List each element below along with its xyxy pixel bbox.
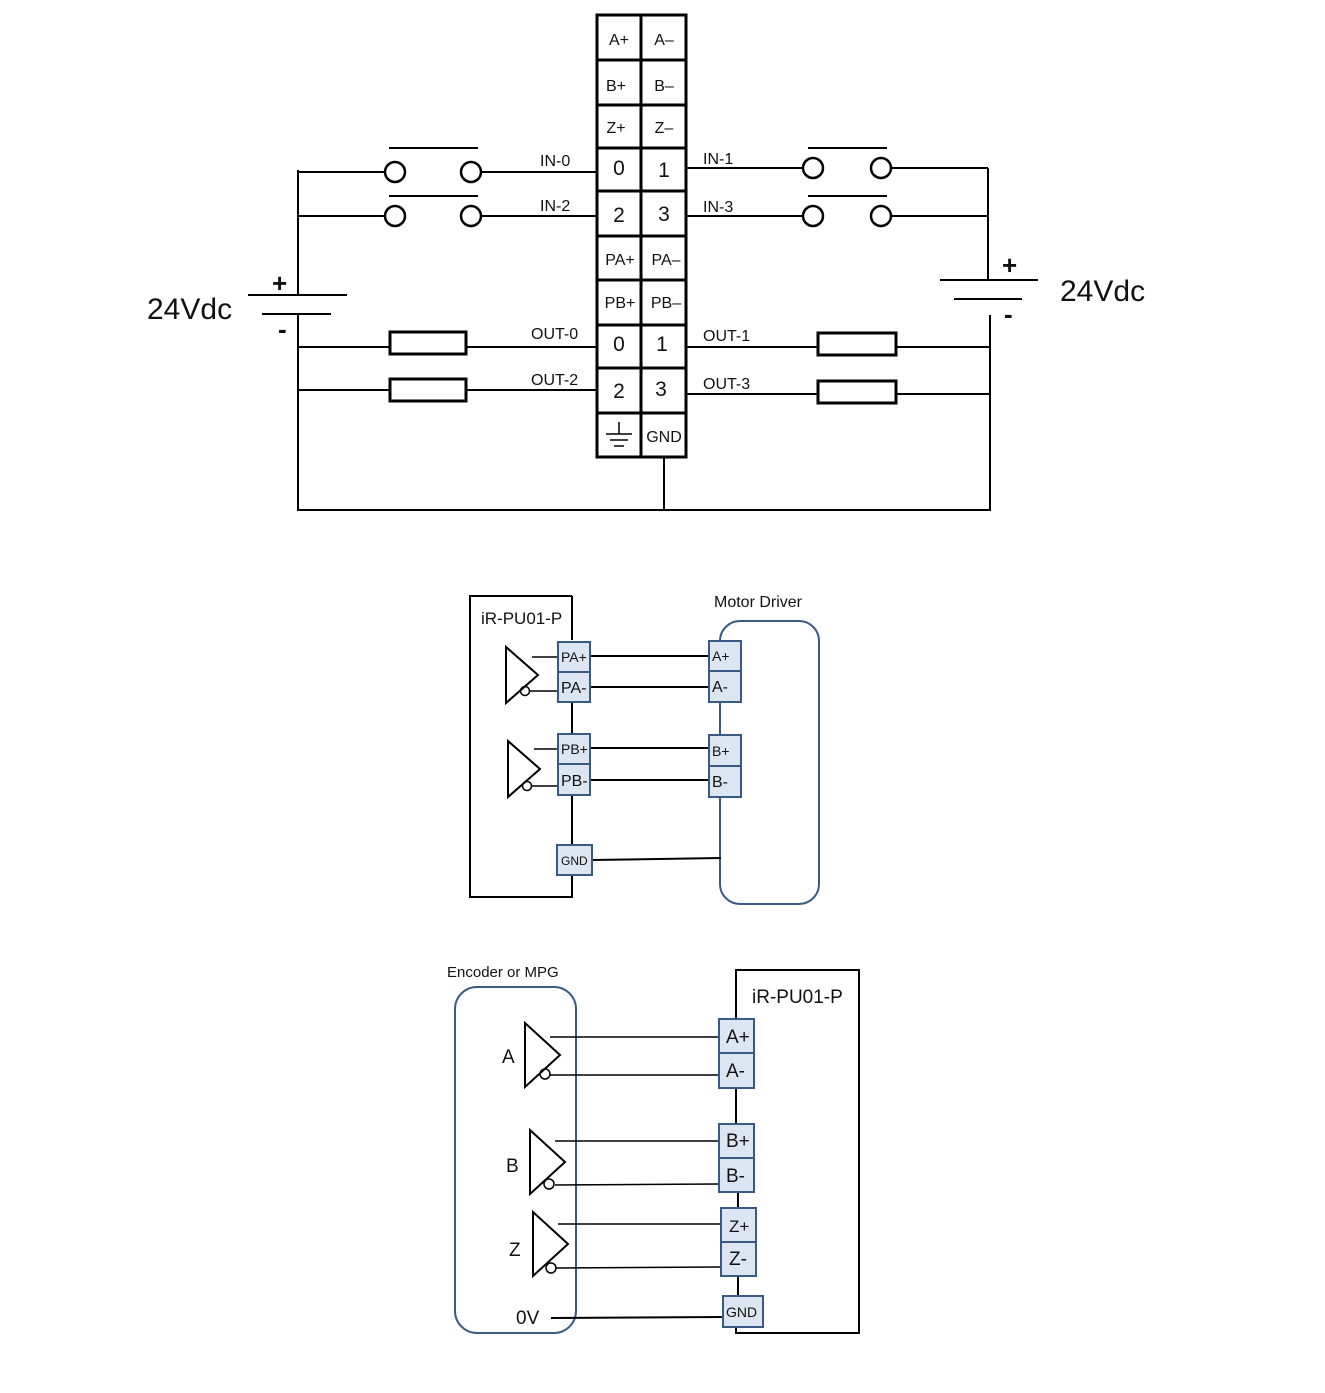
terminal-pa-minus: PA– bbox=[651, 252, 680, 269]
driver-terminal-a-minus bbox=[708, 670, 742, 703]
driver-terminal-b-minus-label: B- bbox=[712, 774, 728, 791]
terminal-out-3: 3 bbox=[655, 378, 667, 401]
in3-label: IN-3 bbox=[703, 199, 733, 216]
pa-line-driver-icon bbox=[505, 644, 557, 706]
pulse-terminal-gnd bbox=[556, 844, 593, 876]
out2-label: OUT-2 bbox=[531, 372, 578, 389]
in0-label: IN-0 bbox=[540, 153, 570, 170]
terminal-block: A+ A– B+ B– Z+ Z– 0 1 2 3 PA+ PA– PB+ PB… bbox=[595, 13, 688, 459]
out3-label: OUT-3 bbox=[703, 376, 750, 393]
encoder-terminal-a-minus bbox=[718, 1052, 755, 1089]
z-minus-wire bbox=[555, 1266, 722, 1269]
encoder-module-frame-left bbox=[735, 1087, 739, 1296]
in1-label: IN-1 bbox=[703, 151, 733, 168]
channel-b-label: B bbox=[506, 1156, 519, 1177]
channel-a-label: A bbox=[502, 1047, 515, 1068]
terminal-z-minus: Z– bbox=[655, 120, 674, 137]
io-wiring-diagram: + - 24Vdc + - 24Vdc IN-0 IN-2 bbox=[147, 13, 1145, 511]
driver-terminal-a-minus-label: A- bbox=[712, 679, 728, 696]
driver-terminal-a-plus bbox=[708, 640, 742, 672]
out0-load bbox=[388, 330, 468, 356]
terminal-out-1: 1 bbox=[656, 333, 668, 356]
terminal-a-minus: A– bbox=[654, 32, 674, 49]
driver-terminal-b-plus-label: B+ bbox=[712, 743, 730, 759]
channel-b-receiver-icon bbox=[529, 1127, 567, 1197]
out1-load bbox=[816, 331, 898, 357]
left-battery-minus: - bbox=[278, 314, 287, 344]
right-supply-label: 24Vdc bbox=[1060, 275, 1145, 308]
b-minus-wire bbox=[554, 1183, 720, 1186]
motor-driver-label: Motor Driver bbox=[714, 594, 803, 611]
left-battery-plus: + bbox=[272, 268, 287, 298]
out3-load bbox=[816, 379, 898, 405]
encoder-terminal-z-minus-label: Z- bbox=[729, 1249, 747, 1270]
zero-volt-wire bbox=[550, 1316, 724, 1319]
encoder-terminal-b-plus-label: B+ bbox=[726, 1131, 750, 1152]
encoder-terminal-a-plus-label: A+ bbox=[726, 1027, 750, 1048]
out1-label: OUT-1 bbox=[703, 328, 750, 345]
pulse-module-frame bbox=[469, 595, 573, 898]
terminal-gnd: GND bbox=[646, 429, 682, 446]
terminal-z-plus: Z+ bbox=[606, 120, 625, 137]
encoder-input-diagram: Encoder or MPG iR-PU01-P A B Z 0V bbox=[447, 964, 860, 1334]
in2-switch bbox=[383, 195, 483, 228]
pulse-gnd-wire bbox=[591, 857, 722, 861]
earth-ground-icon bbox=[606, 422, 632, 447]
out0-label: OUT-0 bbox=[531, 326, 578, 343]
out2-load bbox=[388, 377, 468, 403]
terminal-pa-plus: PA+ bbox=[605, 252, 635, 269]
pulse-terminal-pb-minus bbox=[557, 763, 591, 796]
encoder-module-frame bbox=[735, 969, 860, 1334]
driver-terminal-a-plus-label: A+ bbox=[712, 648, 730, 664]
pulse-module-label: iR-PU01-P bbox=[481, 609, 562, 628]
pulse-terminal-pb-minus-label: PB- bbox=[561, 773, 588, 790]
encoder-terminal-z-minus bbox=[720, 1241, 757, 1277]
encoder-terminal-b-minus-label: B- bbox=[726, 1166, 745, 1187]
encoder-terminal-gnd bbox=[722, 1295, 764, 1328]
terminal-in-1: 1 bbox=[658, 159, 670, 182]
in2-label: IN-2 bbox=[540, 198, 570, 215]
in0-switch bbox=[383, 147, 483, 184]
terminal-in-3: 3 bbox=[658, 203, 670, 226]
encoder-terminal-z-plus-label: Z+ bbox=[729, 1217, 749, 1236]
terminal-b-minus: B– bbox=[654, 78, 674, 95]
encoder-terminal-b-plus bbox=[718, 1123, 755, 1159]
right-battery-minus: - bbox=[1004, 299, 1013, 329]
terminal-in-0: 0 bbox=[613, 157, 625, 180]
pulse-terminal-gnd-label: GND bbox=[561, 854, 588, 868]
terminal-pb-minus: PB– bbox=[651, 295, 681, 312]
encoder-terminal-a-minus-label: A- bbox=[726, 1061, 745, 1082]
in1-switch bbox=[801, 147, 893, 180]
channel-z-label: Z bbox=[509, 1240, 521, 1261]
pulse-terminal-pb-plus-label: PB+ bbox=[561, 741, 588, 757]
pulse-terminal-pa-plus-label: PA+ bbox=[561, 649, 587, 665]
terminal-in-2: 2 bbox=[613, 204, 625, 227]
pb-line-driver-icon bbox=[507, 738, 558, 800]
terminal-out-0: 0 bbox=[613, 333, 625, 356]
zero-volt-label: 0V bbox=[516, 1308, 540, 1329]
terminal-a-plus: A+ bbox=[609, 32, 629, 49]
pulse-output-diagram: iR-PU01-P Motor Driver PA+ PA- PB+ bbox=[469, 594, 820, 905]
right-battery-plus: + bbox=[1002, 250, 1017, 280]
encoder-terminal-b-minus bbox=[718, 1157, 755, 1193]
channel-z-receiver-icon bbox=[532, 1209, 570, 1279]
common-return-rail bbox=[297, 315, 991, 511]
left-supply-label: 24Vdc bbox=[147, 293, 232, 326]
terminal-out-2: 2 bbox=[613, 380, 625, 403]
in3-switch bbox=[801, 195, 893, 228]
channel-a-receiver-icon bbox=[524, 1020, 562, 1090]
pulse-terminal-pa-minus bbox=[557, 671, 591, 703]
terminal-b-plus: B+ bbox=[606, 78, 626, 95]
driver-terminal-b-plus bbox=[708, 734, 742, 767]
encoder-module-label: iR-PU01-P bbox=[752, 987, 843, 1008]
encoder-label: Encoder or MPG bbox=[447, 964, 559, 981]
encoder-terminal-gnd-label: GND bbox=[726, 1304, 757, 1320]
driver-terminal-b-minus bbox=[708, 765, 742, 798]
encoder-box bbox=[454, 986, 577, 1334]
terminal-pb-plus: PB+ bbox=[605, 295, 636, 312]
pulse-terminal-pa-minus-label: PA- bbox=[561, 680, 586, 697]
